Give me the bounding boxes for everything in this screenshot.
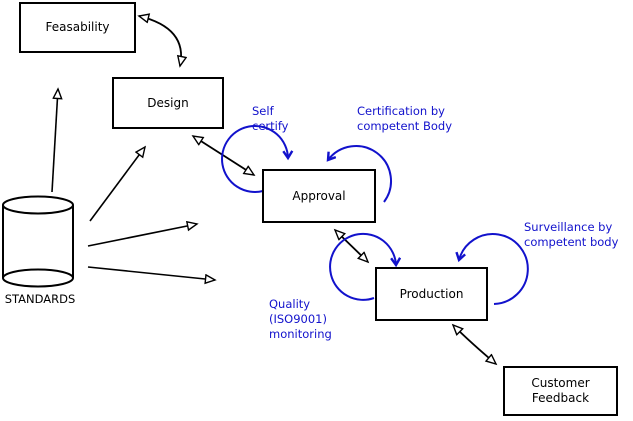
loop-self-certify — [221, 125, 294, 193]
arrow-approval-production — [335, 230, 368, 262]
standards-label: STANDARDS — [4, 292, 76, 306]
node-design-label: Design — [147, 95, 189, 110]
arrow-standards-to-feasability — [51, 89, 58, 193]
loop-certification — [326, 145, 392, 203]
node-design: Design — [112, 77, 224, 129]
arrow-production-customer-feedback — [453, 325, 496, 364]
arrow-standards-to-production — [87, 266, 215, 280]
arrow-design-approval — [193, 136, 254, 175]
node-customer-feedback-label: Customer Feedback — [531, 376, 590, 405]
annotation-self-certify: Self certify — [252, 104, 289, 133]
node-approval: Approval — [262, 169, 376, 223]
standards-datastore-cylinder — [2, 195, 74, 288]
loop-surveillance — [455, 233, 529, 305]
node-feasability-label: Feasability — [45, 20, 110, 34]
arrow-standards-to-approval — [87, 224, 197, 247]
annotation-certification: Certification by competent Body — [357, 104, 453, 133]
annotation-quality: Quality (ISO9001) monitoring — [269, 297, 332, 341]
node-production-label: Production — [399, 286, 464, 301]
annotation-surveillance: Surveillance by competent body — [524, 220, 619, 249]
arrow-standards-to-design — [89, 147, 145, 222]
node-production: Production — [375, 267, 488, 321]
node-feasability: Feasability — [19, 2, 136, 53]
node-customer-feedback: Customer Feedback — [503, 366, 618, 416]
arrow-feasability-design — [139, 16, 181, 66]
node-approval-label: Approval — [292, 188, 346, 203]
loop-quality-monitoring — [329, 232, 402, 301]
